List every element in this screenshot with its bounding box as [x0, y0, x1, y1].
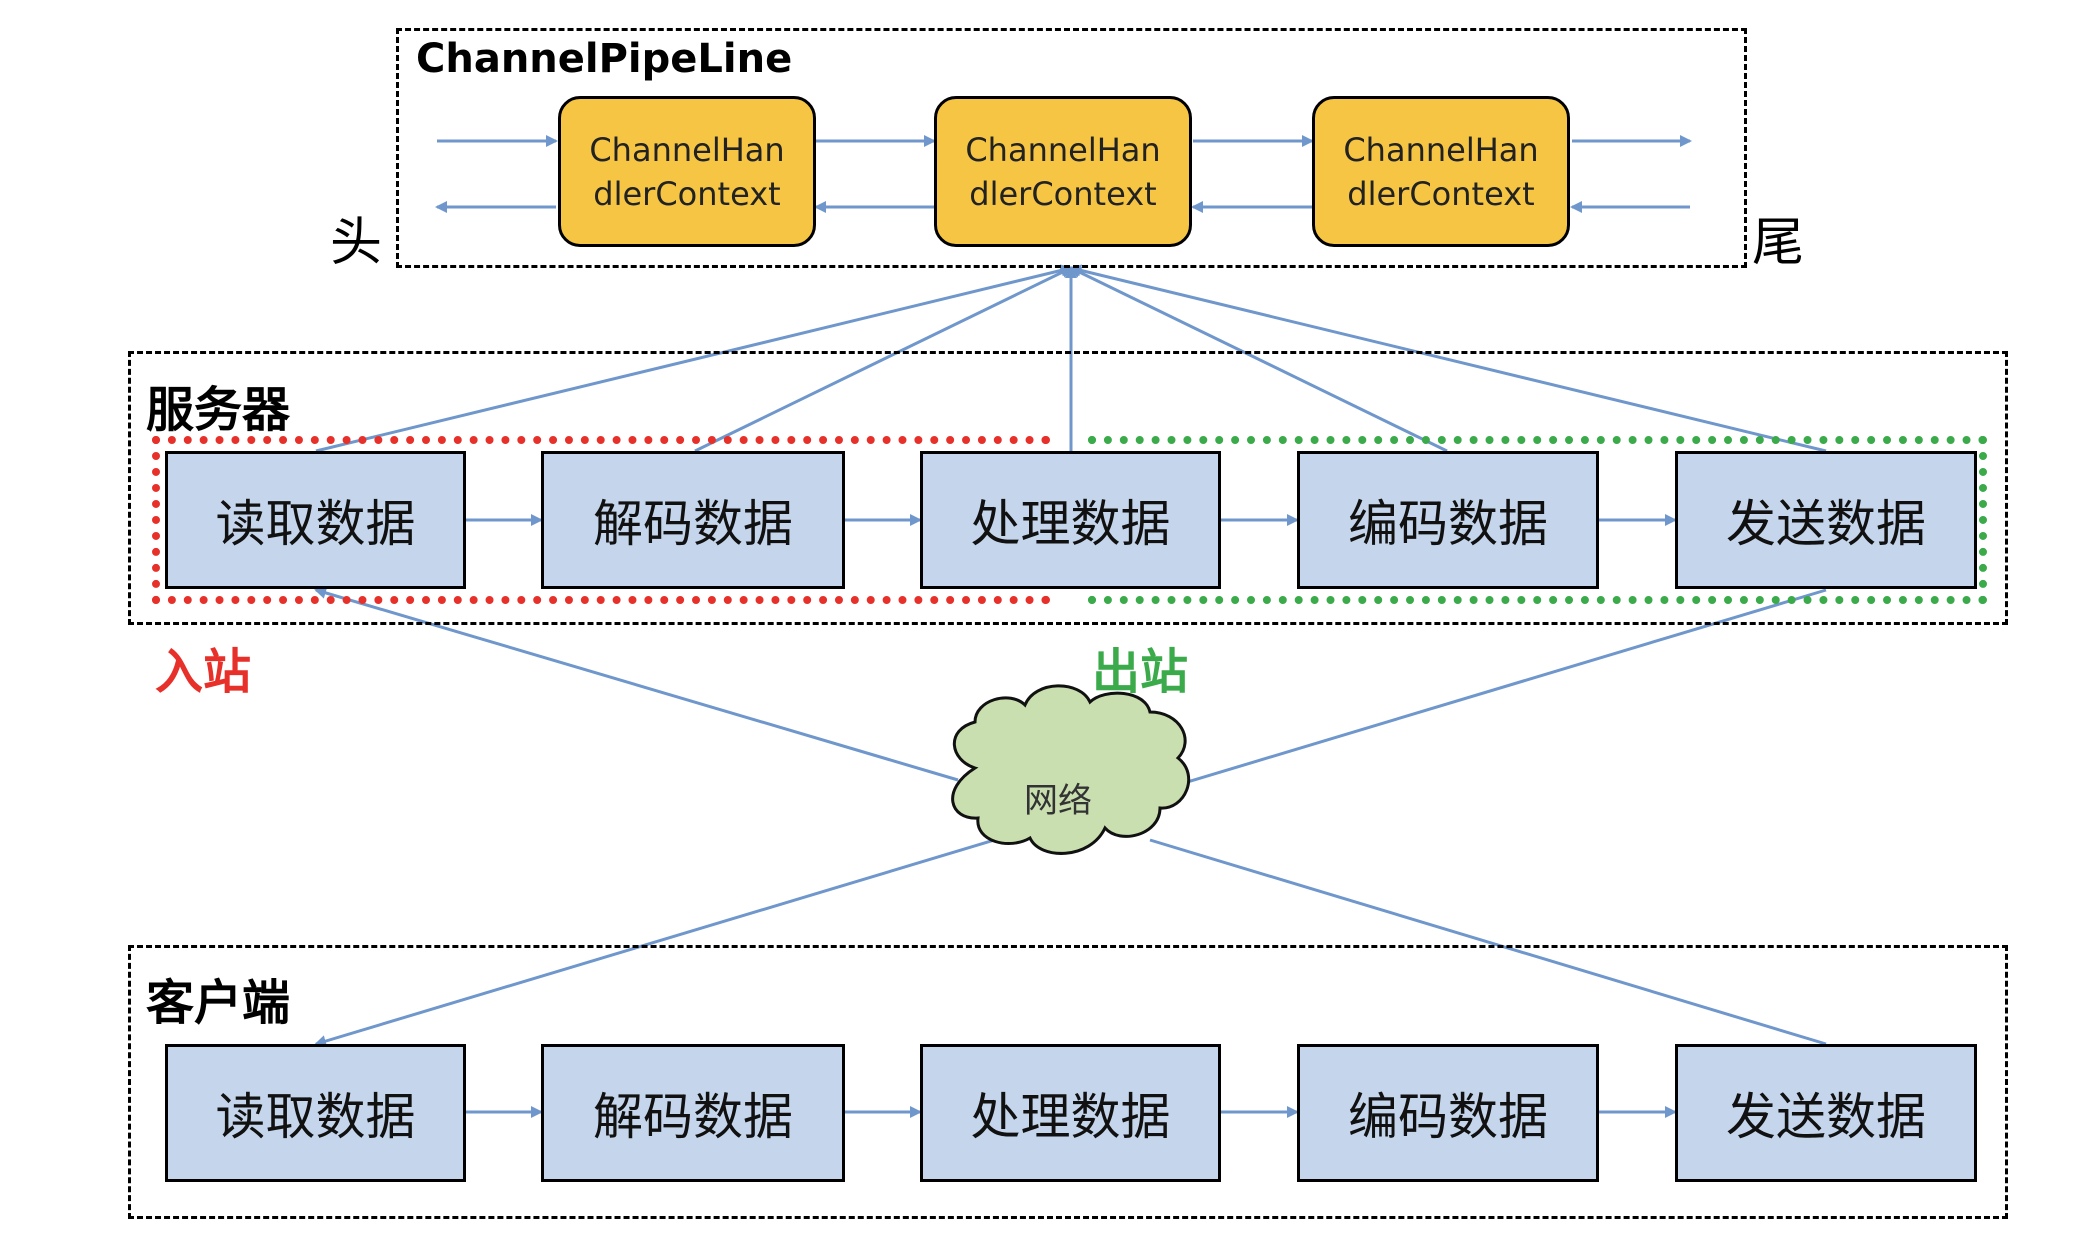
server-to-pipeline-arrow	[1069, 266, 1448, 453]
channel-handler-context[interactable]: ChannelHan dlerContext	[558, 96, 816, 247]
server-to-pipeline-arrow	[1069, 264, 1827, 453]
network-to-server-read-arrow	[314, 587, 959, 782]
context-label: ChannelHan dlerContext	[965, 130, 1161, 213]
step-label: 读取数据	[215, 495, 416, 553]
context-label: ChannelHan dlerContext	[589, 130, 785, 213]
server-step-decode[interactable]: 解码数据	[541, 451, 845, 589]
server-step-read[interactable]: 读取数据	[165, 451, 466, 589]
step-label: 发送数据	[1726, 1088, 1926, 1146]
step-label: 读取数据	[215, 1088, 416, 1146]
client-step-encode[interactable]: 编码数据	[1297, 1044, 1599, 1182]
step-label: 解码数据	[593, 495, 793, 553]
client-step-read[interactable]: 读取数据	[165, 1044, 466, 1182]
server-title: 服务器	[146, 382, 291, 438]
client-step-process[interactable]: 处理数据	[920, 1044, 1221, 1182]
pipeline-frame	[396, 28, 1747, 268]
server-frame	[128, 351, 2008, 625]
server-to-pipeline-arrow	[694, 266, 1073, 453]
step-label: 编码数据	[1348, 495, 1548, 553]
client-step-decode[interactable]: 解码数据	[541, 1044, 845, 1182]
inbound-label: 入站	[155, 644, 252, 700]
pipeline-tail-label: 尾	[1752, 213, 1805, 273]
channel-handler-context[interactable]: ChannelHan dlerContext	[934, 96, 1192, 247]
channel-handler-context[interactable]: ChannelHan dlerContext	[1312, 96, 1570, 247]
context-label: ChannelHan dlerContext	[1343, 130, 1539, 213]
step-label: 处理数据	[970, 1088, 1171, 1146]
network-label: 网络	[1024, 781, 1092, 821]
outbound-label: 出站	[1092, 644, 1189, 700]
server-step-encode[interactable]: 编码数据	[1297, 451, 1599, 589]
step-label: 解码数据	[593, 1088, 793, 1146]
pipeline-head-label: 头	[330, 213, 383, 273]
client-title: 客户端	[146, 975, 291, 1031]
client-step-send[interactable]: 发送数据	[1675, 1044, 1977, 1182]
step-label: 处理数据	[970, 495, 1171, 553]
server-step-process[interactable]: 处理数据	[920, 451, 1221, 589]
client-frame	[128, 945, 2008, 1219]
server-to-pipeline-arrow	[315, 264, 1073, 453]
step-label: 发送数据	[1726, 495, 1926, 553]
client-send-to-network-line	[1149, 838, 1827, 1046]
pipeline-title: ChannelPipeLine	[416, 36, 793, 82]
server-step-send[interactable]: 发送数据	[1675, 451, 1977, 589]
network-cloud-icon	[951, 684, 1191, 855]
step-label: 编码数据	[1348, 1088, 1548, 1146]
